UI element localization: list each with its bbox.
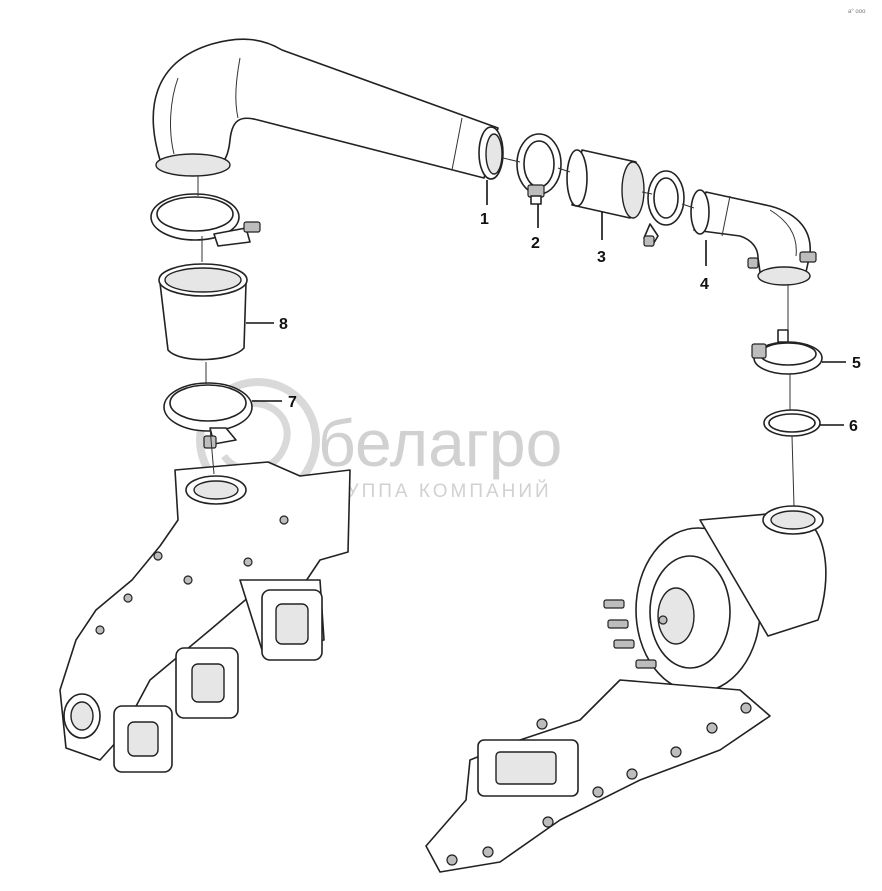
- callout-2: 2: [531, 204, 540, 252]
- corner-mark: a° ooo: [848, 9, 866, 15]
- callout-5-label: 5: [852, 355, 861, 372]
- part-6-o-ring: [763, 409, 821, 437]
- callout-8: 8: [246, 316, 288, 333]
- clamp-upper-left: [150, 193, 261, 247]
- part-7-clamp: [163, 382, 253, 449]
- callout-3-label: 3: [597, 249, 606, 266]
- callout-7-label: 7: [288, 394, 297, 411]
- part-3-sleeve: [566, 149, 645, 219]
- callout-5: 5: [822, 355, 861, 372]
- assembly-axis-lines: [197, 157, 795, 507]
- part-4-elbow-connector: [690, 189, 817, 286]
- part-2-clamp: [516, 133, 562, 205]
- callout-7: 7: [252, 394, 297, 411]
- intake-manifold: [59, 461, 351, 773]
- watermark-brand: белагро: [318, 406, 562, 480]
- callout-4: 4: [700, 240, 709, 293]
- exhaust-manifold: [425, 679, 771, 873]
- callout-4-label: 4: [700, 276, 709, 293]
- watermark: белагро ГРУППА КОМПАНИЙ: [196, 378, 562, 502]
- callout-2-label: 2: [531, 235, 540, 252]
- callout-6: 6: [820, 418, 858, 435]
- part-5-clamp: [751, 329, 823, 375]
- callout-3: 3: [597, 212, 606, 266]
- part-1-elbow-hose: [152, 38, 504, 180]
- callout-6-label: 6: [849, 418, 858, 435]
- callout-1: 1: [480, 180, 489, 228]
- clamp-near-part-4: [643, 170, 685, 247]
- part-8-sleeve: [158, 263, 248, 361]
- watermark-tagline: ГРУППА КОМПАНИЙ: [318, 480, 552, 502]
- callout-8-label: 8: [279, 316, 288, 333]
- turbocharger: [603, 505, 827, 693]
- callout-1-label: 1: [480, 211, 489, 228]
